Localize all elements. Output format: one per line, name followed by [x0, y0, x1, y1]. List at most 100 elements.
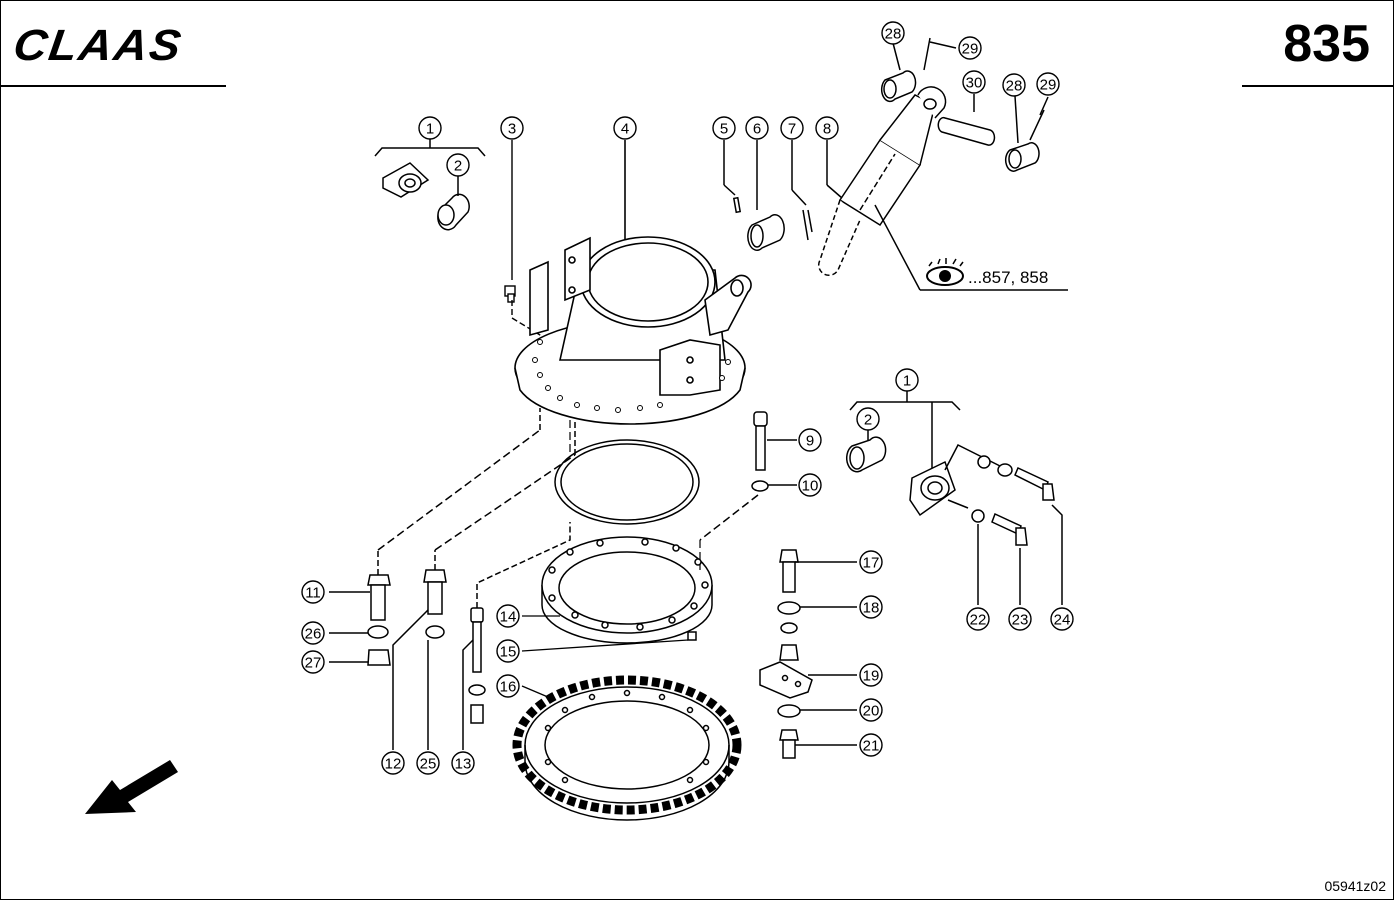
callout-leader: [521, 639, 689, 652]
cylinder-assembly: [723, 86, 1068, 291]
callout-circle: [859, 698, 883, 722]
callout-circle: [958, 36, 982, 60]
callout-leader: [521, 685, 556, 701]
callout-c21: 21: [859, 733, 883, 757]
callout-c8: 8: [815, 116, 839, 140]
callout-number: 12: [385, 756, 402, 773]
flange-bearing-left: [374, 130, 486, 231]
callout-circle: [1002, 73, 1026, 97]
callout-number: 9: [806, 433, 814, 450]
callout-c14: 14: [496, 604, 520, 628]
callout-number: 5: [720, 121, 728, 138]
callout-number: 2: [454, 158, 462, 175]
callout-number: 26: [305, 626, 322, 643]
callout-number: 8: [823, 121, 831, 138]
callout-c12: 12: [381, 751, 405, 775]
callout-number: 15: [500, 644, 517, 661]
callout-circle: [780, 116, 804, 140]
callout-circle: [798, 428, 822, 452]
flange-bearing-right: [845, 388, 1063, 605]
callout-c28b: 28: [1002, 73, 1026, 97]
callout-number: 20: [863, 703, 880, 720]
callout-circle: [859, 663, 883, 687]
callout-c5: 5: [712, 116, 736, 140]
callout-c11: 11: [301, 580, 325, 604]
callout-number: 17: [863, 555, 880, 572]
callout-circle: [712, 116, 736, 140]
callout-circle: [745, 116, 769, 140]
callout-number: 14: [500, 609, 517, 626]
callout-number: 28: [1006, 78, 1023, 95]
callout-c17: 17: [859, 550, 883, 574]
callout-c1a: 1: [418, 116, 442, 140]
callout-circle: [798, 473, 822, 497]
callout-number: 24: [1054, 612, 1071, 629]
callout-c2b: 2: [856, 407, 880, 431]
assembly-guides: [569, 420, 701, 570]
callout-number: 1: [426, 121, 434, 138]
callout-c28a: 28: [881, 21, 905, 45]
callout-circle: [416, 751, 440, 775]
callout-circle: [451, 751, 475, 775]
callout-circle: [446, 153, 470, 177]
direction-arrow: [85, 760, 178, 814]
callout-c23: 23: [1008, 607, 1032, 631]
callout-number: 21: [863, 738, 880, 755]
callout-c29a: 29: [958, 36, 982, 60]
callout-circle: [496, 674, 520, 698]
callout-c10: 10: [798, 473, 822, 497]
clamp-assembly: [759, 549, 857, 759]
callout-circle: [859, 595, 883, 619]
callout-number: 29: [1040, 77, 1057, 94]
callout-number: 10: [802, 478, 819, 495]
callout-circle: [856, 407, 880, 431]
eye-icon: [926, 258, 964, 286]
callout-c19: 19: [859, 663, 883, 687]
callout-circle: [500, 116, 524, 140]
callout-number: 13: [455, 756, 472, 773]
callout-c2a: 2: [446, 153, 470, 177]
callout-circle: [1036, 72, 1060, 96]
callout-c18: 18: [859, 595, 883, 619]
grease-nipple: [504, 140, 546, 339]
callout-c9: 9: [798, 428, 822, 452]
callout-c16: 16: [496, 674, 520, 698]
callout-number: 22: [970, 612, 987, 629]
callout-number: 7: [788, 121, 796, 138]
callout-c6: 6: [745, 116, 769, 140]
callout-c30: 30: [962, 70, 986, 94]
reference-text: ...857, 858: [968, 268, 1048, 287]
callout-circle: [418, 116, 442, 140]
callout-c7: 7: [780, 116, 804, 140]
callout-c25: 25: [416, 751, 440, 775]
pin-bushing-set: [880, 37, 1049, 172]
callout-number: 19: [863, 668, 880, 685]
callout-number: 25: [420, 756, 437, 773]
callout-number: 18: [863, 600, 880, 617]
callout-number: 23: [1012, 612, 1029, 629]
callout-number: 30: [966, 75, 983, 92]
gear-ring: [512, 675, 742, 821]
bolt-13-set: [462, 522, 571, 750]
callout-number: 3: [508, 121, 516, 138]
callout-number: 27: [305, 655, 322, 672]
callout-circle: [381, 751, 405, 775]
callout-circle: [859, 733, 883, 757]
callout-c1b: 1: [895, 368, 919, 392]
callout-number: 28: [885, 26, 902, 43]
callout-circle: [966, 607, 990, 631]
callout-c22: 22: [966, 607, 990, 631]
bolt-12-set: [392, 420, 576, 750]
callout-circle: [881, 21, 905, 45]
callout-number: 6: [753, 121, 761, 138]
callout-circle: [859, 550, 883, 574]
callout-circle: [496, 639, 520, 663]
callout-number: 1: [903, 373, 911, 390]
callout-number: 29: [962, 41, 979, 58]
callout-c29b: 29: [1036, 72, 1060, 96]
callout-circle: [301, 650, 325, 674]
callout-c24: 24: [1050, 607, 1074, 631]
callout-circle: [962, 70, 986, 94]
callout-c26: 26: [301, 621, 325, 645]
